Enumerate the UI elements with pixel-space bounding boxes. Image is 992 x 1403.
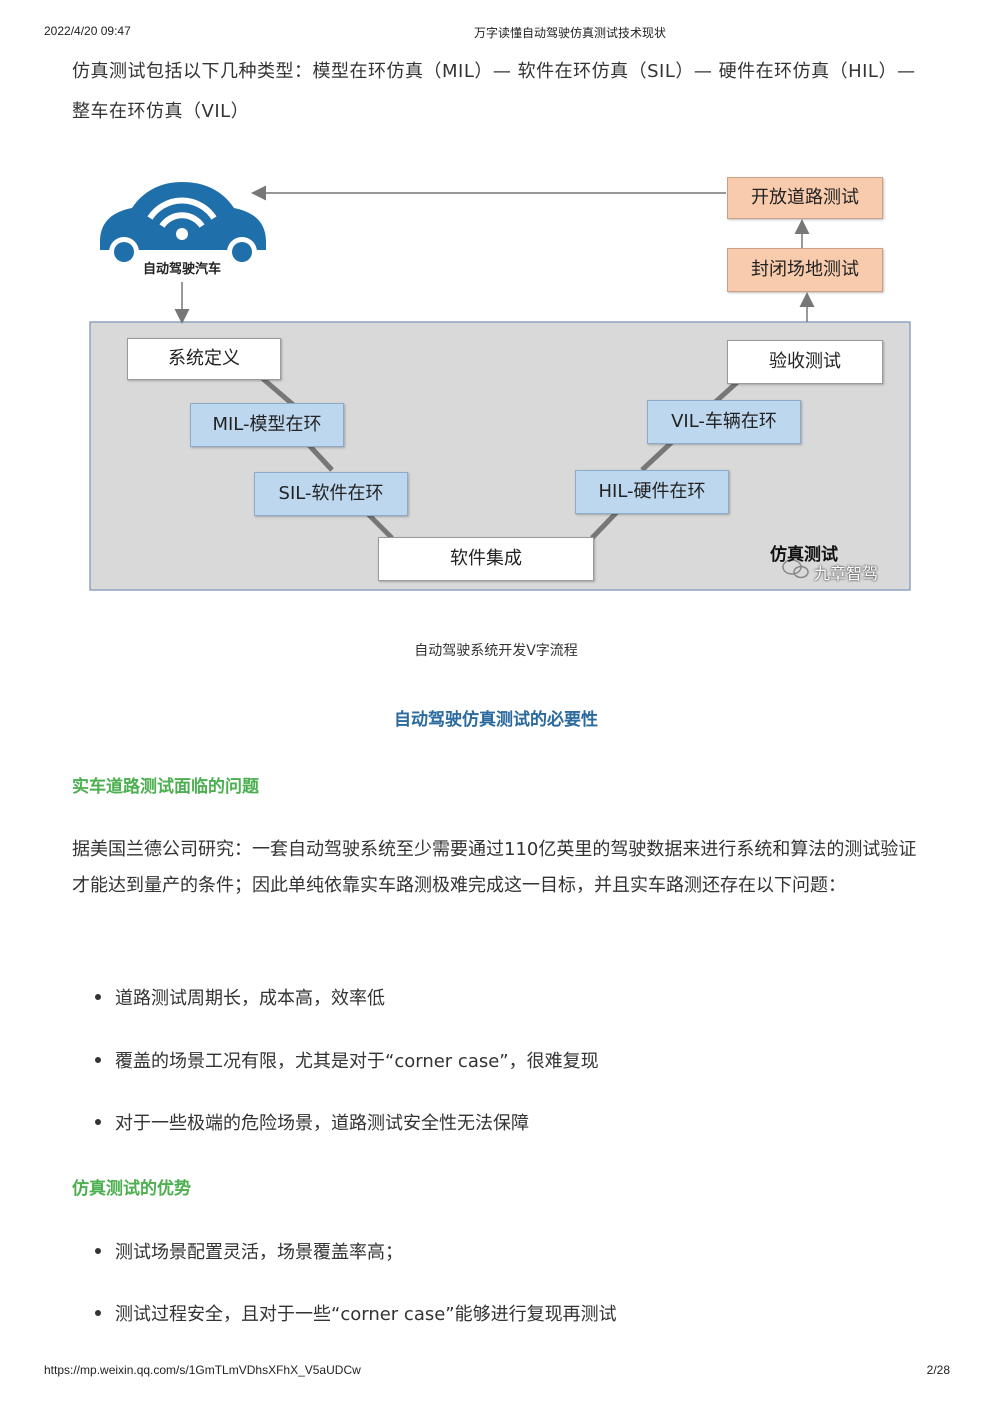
v-line — [305, 441, 334, 472]
hil-box: HIL-硬件在环 — [575, 470, 729, 514]
figure-caption: 自动驾驶系统开发V字流程 — [414, 643, 578, 659]
v-line — [590, 510, 619, 540]
list-item: 覆盖的场景工况有限，尤其是对于“corner case”，很难复现 — [95, 1047, 599, 1073]
bullet-icon — [95, 1310, 101, 1316]
acceptance-test-box: 验收测试 — [727, 340, 883, 384]
software-integration-box: 软件集成 — [378, 537, 594, 581]
print-date: 2022/4/20 09:47 — [44, 24, 131, 38]
list-item: 测试场景配置灵活，场景覆盖率高； — [95, 1238, 403, 1264]
v-line — [365, 511, 394, 540]
rand-study-paragraph: 据美国兰德公司研究：一套自动驾驶系统至少需要通过110亿英里的驾驶数据来进行系统… — [72, 839, 917, 896]
page-url: https://mp.weixin.qq.com/s/1GmTLmVDhsXFh… — [44, 1363, 361, 1377]
vil-box: VIL-车辆在环 — [647, 400, 801, 444]
section-title: 自动驾驶仿真测试的必要性 — [394, 710, 598, 730]
list-item-text: 道路测试周期长，成本高，效率低 — [115, 988, 385, 1009]
bullet-icon — [95, 1119, 101, 1125]
list-item: 对于一些极端的危险场景，道路测试安全性无法保障 — [95, 1109, 529, 1135]
simulation-test-label: 仿真测试 — [770, 545, 838, 565]
car-icon — [100, 182, 266, 267]
watermark-text: 九章智驾 — [814, 564, 879, 583]
bullet-icon — [95, 1057, 101, 1063]
system-definition-box: 系统定义 — [127, 338, 281, 380]
open-road-test-box: 开放道路测试 — [727, 177, 883, 219]
list-item-text: 测试过程安全，且对于一些“corner case”能够进行复现再测试 — [115, 1304, 617, 1325]
wechat-watermark-icon — [782, 559, 809, 579]
bullet-icon — [95, 994, 101, 1000]
intro-paragraph: 仿真测试包括以下几种类型：模型在环仿真（MIL）— 软件在环仿真（SIL）— 硬… — [72, 61, 916, 122]
bullet-icon — [95, 1248, 101, 1254]
list-item-text: 测试场景配置灵活，场景覆盖率高； — [115, 1242, 403, 1263]
mil-box: MIL-模型在环 — [190, 403, 344, 447]
page-number: 2/28 — [926, 1363, 950, 1377]
car-label: 自动驾驶汽车 — [142, 262, 221, 277]
subheading-road-test-issues: 实车道路测试面临的问题 — [72, 777, 259, 797]
v-line — [640, 440, 674, 472]
subheading-simulation-advantages: 仿真测试的优势 — [72, 1179, 191, 1199]
list-item: 测试过程安全，且对于一些“corner case”能够进行复现再测试 — [95, 1300, 617, 1326]
sil-box: SIL-软件在环 — [254, 472, 408, 516]
list-item: 道路测试周期长，成本高，效率低 — [95, 984, 385, 1010]
v-process-diagram: 自动驾驶汽车 开放道路测试 封闭场地测试 系统定义 MIL-模型在环 SIL-软… — [72, 160, 922, 610]
document-title: 万字读懂自动驾驶仿真测试技术现状 — [473, 26, 666, 40]
list-item-text: 覆盖的场景工况有限，尤其是对于“corner case”，很难复现 — [115, 1051, 599, 1072]
closed-site-test-box: 封闭场地测试 — [727, 248, 883, 292]
list-item-text: 对于一些极端的危险场景，道路测试安全性无法保障 — [115, 1113, 529, 1134]
